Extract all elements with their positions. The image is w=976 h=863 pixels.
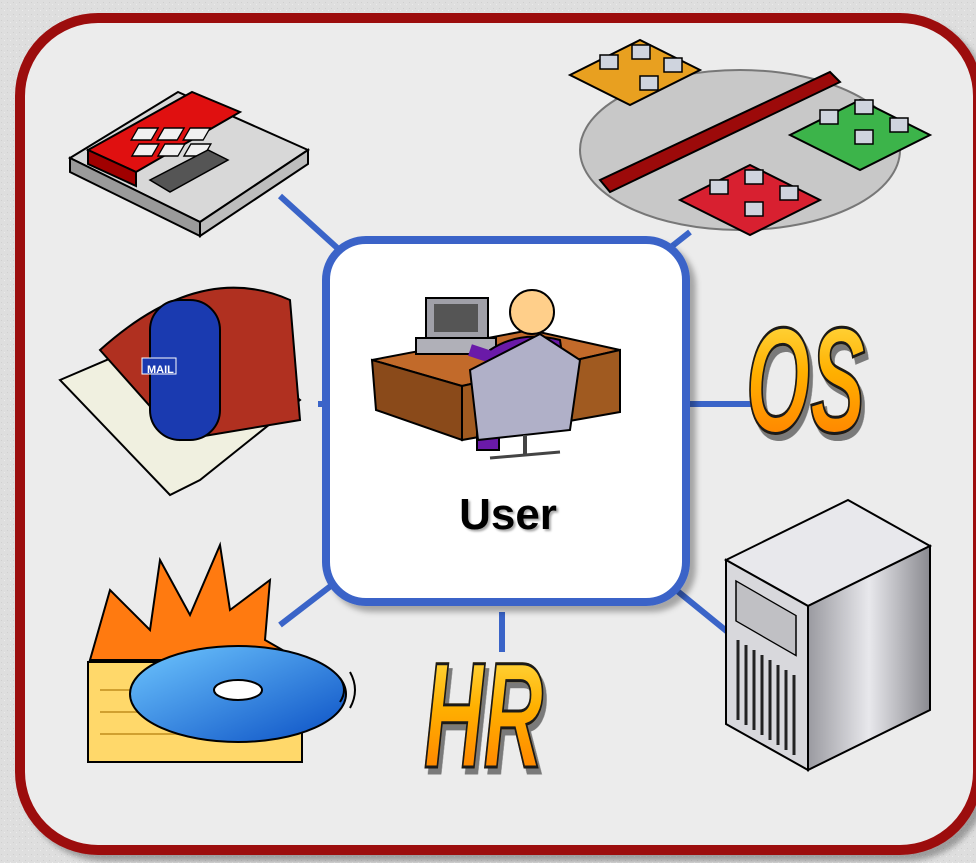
mailbox-icon [58, 286, 302, 497]
user-label: User [459, 490, 557, 539]
os-wordart: OS [745, 296, 866, 464]
user-at-computer-icon [370, 289, 621, 460]
hr-wordart: HR [423, 631, 544, 799]
connector-telephone [277, 193, 348, 258]
telephone-icon [67, 90, 311, 238]
cd-disc-icon [87, 541, 356, 763]
server-tower-icon [723, 498, 933, 772]
mailbox-sign: MAIL [147, 364, 174, 376]
network-lan-icon [567, 38, 933, 237]
